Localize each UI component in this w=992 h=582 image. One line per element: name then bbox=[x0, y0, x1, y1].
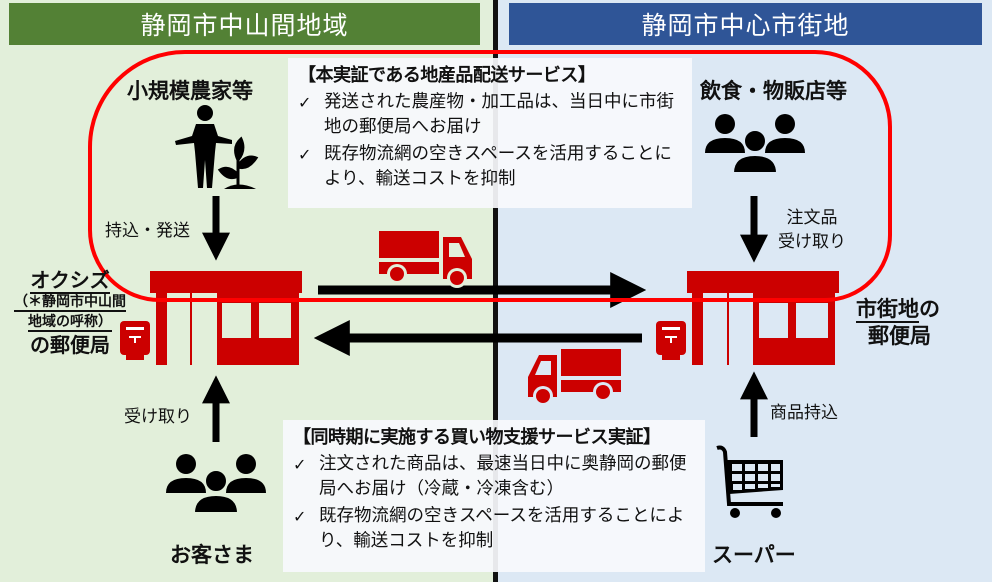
region-header-city: 静岡市中心市街地 bbox=[509, 3, 982, 45]
flow-label-bring-ship: 持込・発送 bbox=[105, 221, 190, 241]
truck-icon bbox=[528, 349, 621, 406]
info-box-shopping-support: 【同時期に実施する買い物支援サービス実証】 ✓ 注文された商品は、最速当日中に奥… bbox=[283, 420, 705, 572]
flow-label-order-receive: 注文品 受け取り bbox=[778, 208, 846, 252]
info-item: ✓ 注文された商品は、最速当日中に奥静岡の郵便局へお届け（冷蔵・冷凍含む） bbox=[293, 452, 695, 502]
region-header-mountain: 静岡市中山間地域 bbox=[9, 3, 480, 45]
postbox-icon bbox=[656, 321, 686, 360]
farmers-label: 小規模農家等 bbox=[127, 79, 253, 103]
check-icon: ✓ bbox=[293, 507, 307, 526]
restaurants-label: 飲食・物販店等 bbox=[700, 79, 847, 103]
people-group-icon bbox=[166, 454, 266, 514]
post-office-building-icon bbox=[150, 271, 302, 365]
truck-icon bbox=[379, 231, 472, 288]
supermarket-label: スーパー bbox=[712, 543, 796, 567]
customers-label: お客さま bbox=[170, 543, 254, 567]
check-icon: ✓ bbox=[298, 93, 312, 112]
check-icon: ✓ bbox=[293, 455, 307, 474]
post-office-building-icon bbox=[687, 271, 839, 365]
people-group-icon bbox=[705, 114, 805, 174]
postbox-icon bbox=[120, 321, 150, 360]
info-item: ✓ 既存物流網の空きスペースを活用することにより、輸送コストを抑制 bbox=[298, 142, 682, 192]
service-scope-loop bbox=[88, 50, 892, 302]
info-item: ✓ 発送された農産物・加工品は、当日中に市街地の郵便局へお届け bbox=[298, 90, 682, 140]
flow-label-receive: 受け取り bbox=[124, 407, 192, 427]
info-item: ✓ 既存物流網の空きスペースを活用することにより、輸送コストを抑制 bbox=[293, 504, 695, 554]
info-title: 【本実証である地産品配送サービス】 bbox=[298, 65, 596, 86]
info-box-local-delivery: 【本実証である地産品配送サービス】 ✓ 発送された農産物・加工品は、当日中に市街… bbox=[288, 58, 692, 208]
city-post-office-label: 市街地の 郵便局 bbox=[856, 297, 940, 348]
flow-label-goods-bring: 商品持込 bbox=[770, 403, 838, 423]
shopping-cart-icon bbox=[716, 445, 783, 518]
info-title: 【同時期に実施する買い物支援サービス実証】 bbox=[293, 427, 661, 448]
check-icon: ✓ bbox=[298, 145, 312, 164]
okushizu-post-office-label: オクシズ （＊静岡市中山間 地域の呼称） の郵便局 bbox=[14, 268, 126, 357]
farmer-icon bbox=[175, 105, 259, 189]
